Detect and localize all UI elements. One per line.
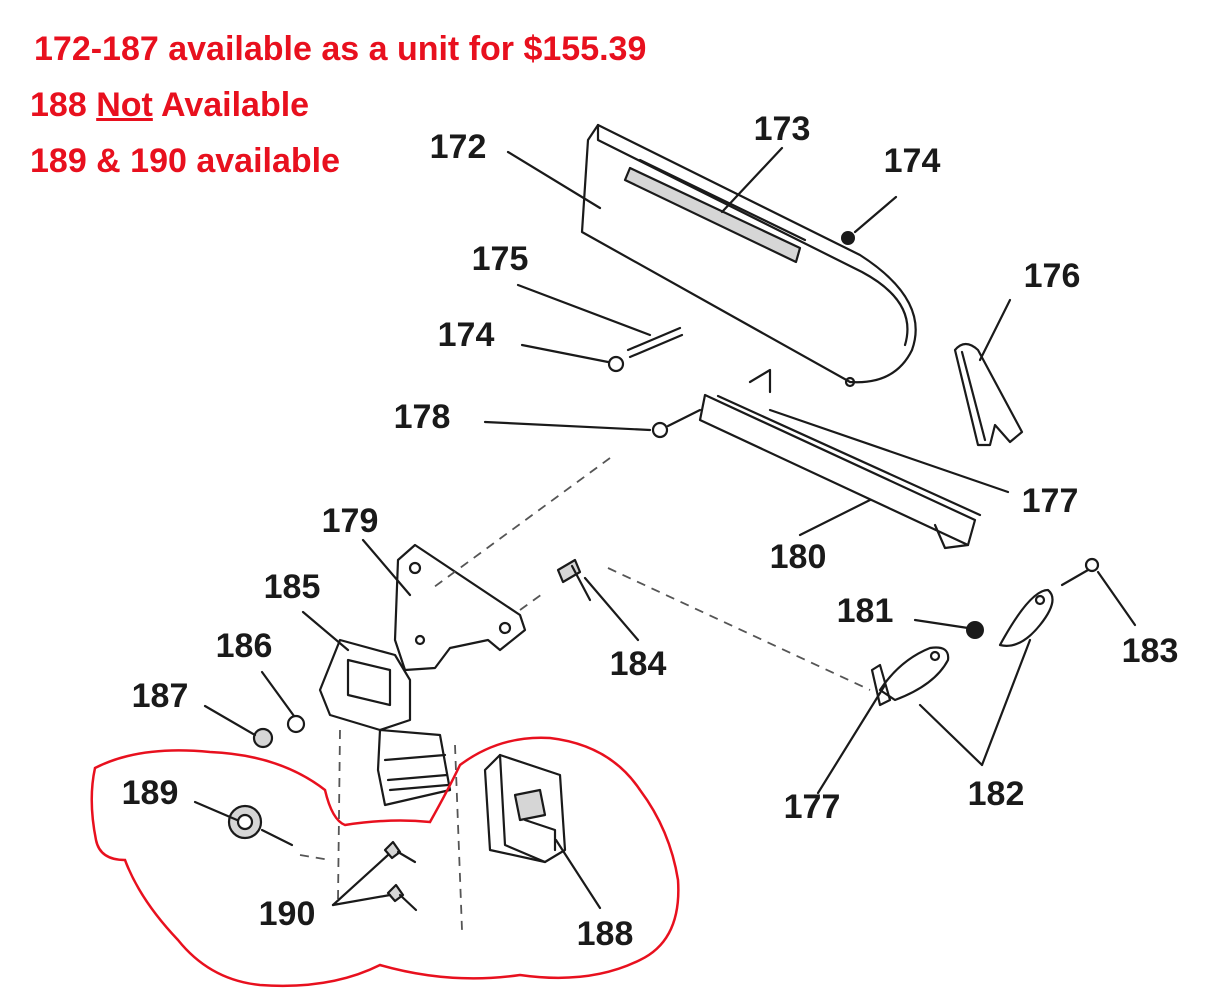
label-177-rail: 177 <box>1022 482 1079 520</box>
label-174-top: 174 <box>884 142 941 180</box>
label-189: 189 <box>122 774 179 812</box>
label-176: 176 <box>1024 257 1081 295</box>
label-184: 184 <box>610 645 667 683</box>
screw-178 <box>651 408 702 439</box>
switch-188 <box>483 753 567 864</box>
label-188: 188 <box>577 915 634 953</box>
note-available: 189 & 190 available <box>30 142 341 180</box>
label-173: 173 <box>754 110 811 148</box>
label-175: 175 <box>472 240 529 278</box>
nut-174 <box>607 355 625 373</box>
note-not-available: 188 Not Available <box>30 88 309 122</box>
nut-181 <box>966 621 984 639</box>
bolt-184 <box>556 558 592 602</box>
label-183: 183 <box>1122 632 1179 670</box>
screws-190 <box>383 840 418 912</box>
highlight-outline <box>90 736 680 988</box>
blade-guard-cover <box>580 123 917 388</box>
pawl-182-lower <box>870 646 950 707</box>
label-181: 181 <box>837 592 894 630</box>
label-174-nut: 174 <box>438 316 495 354</box>
label-180: 180 <box>770 538 827 576</box>
washer-186 <box>286 714 306 734</box>
leader-lines <box>193 146 1137 910</box>
label-190: 190 <box>259 895 316 933</box>
screw-183 <box>1060 557 1100 587</box>
spring-176 <box>953 342 1024 447</box>
label-186: 186 <box>216 627 273 665</box>
knob-174-top <box>841 231 855 245</box>
note-unit-price: 172-187 available as a unit for $155.39 <box>34 30 647 68</box>
mounting-block-185 <box>318 638 452 807</box>
label-178: 178 <box>394 398 451 436</box>
label-185: 185 <box>264 568 321 606</box>
label-187: 187 <box>132 677 189 715</box>
pin-175 <box>626 326 684 359</box>
nut-187 <box>252 727 274 749</box>
label-182: 182 <box>968 775 1025 813</box>
pawl-182-upper <box>998 588 1054 647</box>
knob-189 <box>227 804 294 847</box>
label-177-pawl: 177 <box>784 788 841 826</box>
bracket-179 <box>393 543 527 672</box>
alignment-lines <box>299 457 871 931</box>
note-not-available-suffix: Available <box>152 86 310 124</box>
label-179: 179 <box>322 502 379 540</box>
label-172: 172 <box>430 128 487 166</box>
rail-180 <box>698 368 982 550</box>
note-not-available-part: 188 <box>30 86 97 124</box>
note-not-emphasis: Not <box>96 86 153 124</box>
